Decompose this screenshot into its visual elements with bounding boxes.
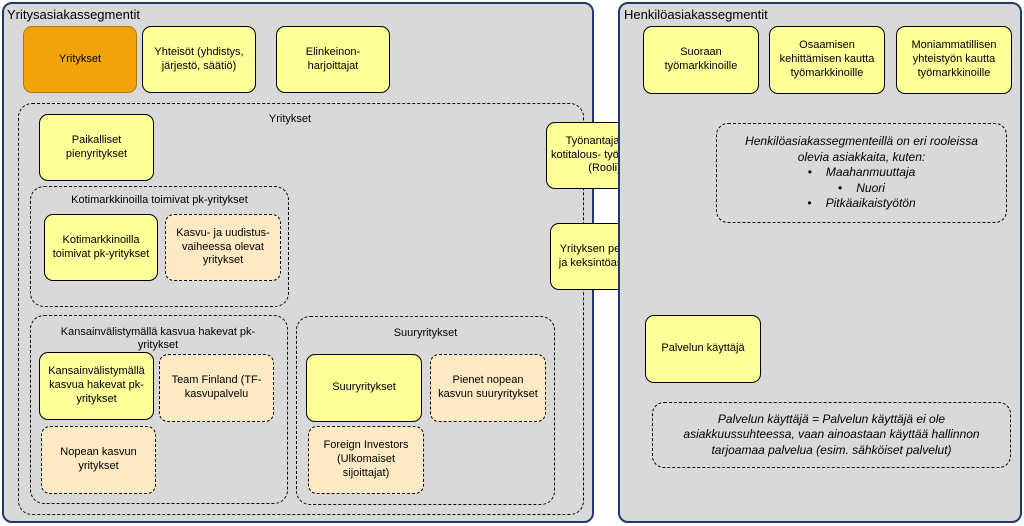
elinkeinonharjoittajat-box: Elinkeinon- harjoittajat: [276, 26, 390, 93]
roles-note: Henkilöasiakassegmenteillä on eri roolei…: [716, 123, 1007, 223]
kansainvalinen-group: [30, 315, 288, 504]
yritykset-group: [18, 103, 584, 515]
personal-segments-title: Henkilöasiakassegmentit: [624, 7, 768, 22]
roles-note-intro: Henkilöasiakassegmenteillä on eri roolei…: [745, 134, 978, 164]
team-finland-box: Team Finland (TF-kasvupalvelu: [159, 354, 274, 422]
foreign-investors-box: Foreign Investors (Ulkomaiset sijoittaja…: [308, 426, 424, 494]
paikalliset-pienyritykset-box: Paikalliset pienyritykset: [39, 114, 154, 181]
moniammatillisen-box: Moniammatillisen yhteistyön kautta työma…: [896, 26, 1012, 94]
yhteisot-box: Yhteisöt (yhdistys, järjestö, säätiö): [142, 26, 256, 93]
kotimarkkina-group-title: Kotimarkkinoilla toimivat pk-yritykset: [71, 194, 248, 206]
roles-list: Maahanmuuttaja Nuori Pitkäaikaistyötön: [807, 165, 916, 212]
nopean-kasvun-box: Nopean kasvun yritykset: [41, 426, 156, 494]
suuryritykset-group-title: Suuryritykset: [393, 327, 458, 339]
kansainvalinen-group-title: Kansainvälistymällä kasvua hakevat pk-yr…: [60, 326, 256, 351]
suuryritykset-group: [296, 316, 555, 505]
yritykset-top-box: Yritykset: [23, 26, 137, 93]
kotimarkkina-pk-box: Kotimarkkinoilla toimivat pk-yritykset: [44, 214, 158, 281]
osaamisen-kehittamisen-box: Osaamisen kehittämisen kautta työmarkkin…: [769, 26, 885, 94]
role-item: Nuori: [807, 181, 915, 197]
kansainvalinen-pk-box: Kansainvälistymällä kasvua hakevat pk-yr…: [39, 352, 154, 420]
yritykset-group-title: Yritykset: [268, 113, 312, 125]
pienet-nopean-kasvun-box: Pienet nopean kasvun suuryritykset: [430, 354, 546, 422]
palvelun-kayttaja-box: Palvelun käyttäjä: [645, 315, 761, 383]
suoraan-tyomarkkinoille-box: Suoraan työmarkkinoille: [643, 26, 759, 94]
role-item: Maahanmuuttaja: [807, 165, 915, 181]
kotimarkkina-group: [30, 186, 289, 307]
kasvu-uudistus-box: Kasvu- ja uudistus- vaiheessa olevat yri…: [165, 214, 281, 281]
suuryritykset-box: Suuryritykset: [306, 354, 422, 422]
service-user-note: Palvelun käyttäjä = Palvelun käyttäjä ei…: [652, 402, 1011, 468]
role-item: Pitkäaikaistyötön: [807, 196, 916, 212]
business-segments-title: Yritysasiakassegmentit: [7, 7, 140, 22]
